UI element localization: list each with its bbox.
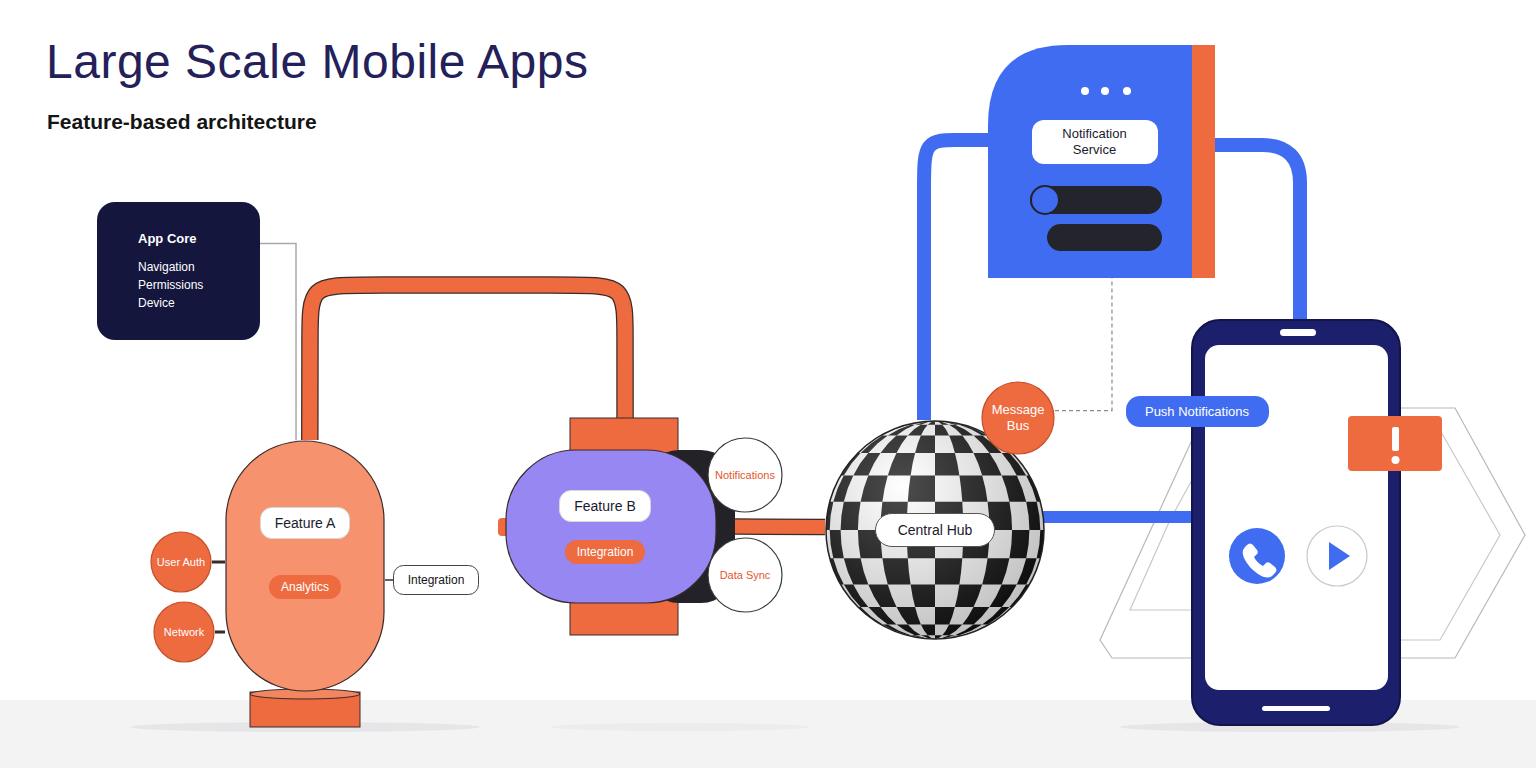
port-circle: Data Sync (707, 537, 783, 613)
feature-capsule: Feature A Analytics (225, 440, 385, 692)
hub-phone-pipe (1040, 511, 1194, 523)
push-pill: Push Notifications (1126, 396, 1269, 427)
connector-line (215, 631, 225, 634)
connector-line (260, 243, 296, 440)
diagram-caption: Feature-based architecture (47, 110, 317, 134)
phone-illustration (1192, 320, 1442, 725)
circle-label: Data Sync (720, 568, 771, 582)
tag-leader (385, 580, 393, 581)
floor (0, 700, 1536, 768)
circle-body (982, 382, 1054, 454)
circle-body (708, 438, 782, 512)
integration-tag: Integration (393, 565, 479, 595)
featB-outline (505, 418, 735, 635)
module-band (570, 418, 678, 454)
hub-label: Central Hub (875, 513, 996, 547)
feature-title: Feature A (260, 507, 351, 539)
pipe-outline (735, 518, 825, 535)
connector-line (212, 560, 225, 563)
feature-pipe (310, 285, 625, 440)
phone-notch (1280, 329, 1316, 336)
play-button (1307, 526, 1367, 586)
connector-line (1055, 278, 1112, 411)
panel-dot (1123, 87, 1131, 95)
attach-link (215, 632, 225, 633)
feature-title: Feature B (559, 490, 650, 522)
tag-label: Integration (408, 573, 465, 587)
core-box: App CoreNavigation Permissions Device (97, 202, 260, 340)
box-heading: App Core (138, 231, 197, 246)
panel-body (988, 45, 1215, 278)
play-icon (1329, 542, 1350, 570)
connector-line (310, 285, 625, 440)
feature-tag: Analytics (269, 575, 341, 599)
toggle-knob (1031, 186, 1059, 214)
feature-module: Feature B Integration (505, 418, 735, 635)
alert-dot (1392, 456, 1400, 464)
toggle-bar (1047, 224, 1162, 251)
phone-icon (1243, 544, 1277, 578)
capsule-body (226, 441, 384, 691)
chevron-outline (1100, 440, 1192, 658)
alert-badge (1348, 416, 1442, 471)
pipe-outline (310, 285, 625, 440)
connector-line (924, 140, 988, 420)
box-body: Navigation Permissions Device (138, 258, 220, 312)
connector-line (735, 520, 825, 534)
circle-label: User Auth (157, 556, 205, 568)
circle-label: Message Bus (989, 402, 1047, 434)
circle-label: Network (164, 626, 204, 638)
bus-circle: Message Bus (981, 381, 1055, 455)
panel-strip (1192, 45, 1215, 278)
circle-body (708, 538, 782, 612)
phone-body (1192, 320, 1400, 725)
service-panel: Notification Service (988, 45, 1215, 278)
service-pipe (924, 140, 988, 420)
call-button (1229, 528, 1285, 584)
service-circle: Network (153, 601, 215, 663)
circle-body (151, 532, 211, 592)
service-phone-pipe (1212, 145, 1300, 324)
module-body (506, 450, 716, 603)
service-circle: User Auth (150, 531, 212, 593)
panel-label: Notification Service (1032, 120, 1158, 164)
feature-tag: Integration (565, 540, 646, 564)
pill-label: Push Notifications (1145, 404, 1249, 419)
module-band (570, 599, 678, 635)
alert-mark (1392, 427, 1399, 451)
diagram-title: Large Scale Mobile Apps (46, 34, 589, 89)
circle-body (154, 602, 214, 662)
panel-dot (1101, 87, 1109, 95)
chevron-outline (1130, 480, 1192, 610)
hub-pipe (735, 526, 825, 527)
circle-label: Notifications (715, 468, 775, 482)
shadow (550, 723, 810, 731)
capsule-outline (225, 440, 385, 692)
core-link (260, 243, 296, 440)
panel-dot (1081, 87, 1089, 95)
bus-link (1055, 278, 1112, 411)
connector-line (385, 579, 393, 581)
port-circle: Notifications (707, 437, 783, 513)
tag-body (394, 566, 479, 595)
toggle-bar (1030, 186, 1162, 214)
attach-link (212, 561, 225, 562)
phone-home-bar (1262, 706, 1330, 711)
